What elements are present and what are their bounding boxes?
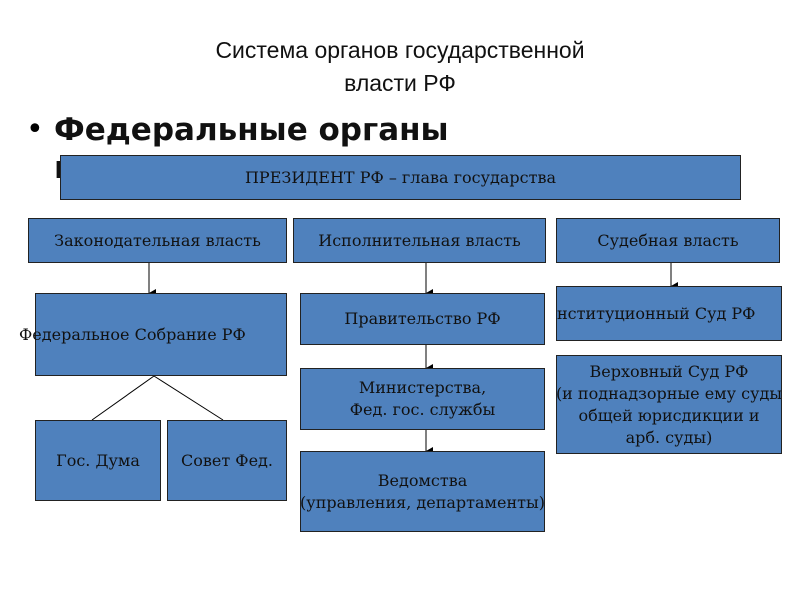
bullet-icon: • [26,112,44,147]
page-title-line-1: Система органов государственной [215,37,585,63]
federal-assembly-box: Федеральное Собрание РФ [19,293,287,376]
ministries-box: Министерства, Фед. гос. службы [300,368,545,430]
state-duma-box: Гос. Дума [35,420,161,501]
page-title: Система органов государственной власти Р… [100,34,700,100]
supreme-court-label-line-1: Верховный Суд РФ [589,361,749,381]
supreme-court-label-line-4: арб. суды) [625,427,713,447]
page-title-line-2: власти РФ [344,70,456,96]
agencies-box: Ведомства (управления, департаменты) [300,451,545,532]
executive-label: Исполнительная власть [318,230,521,250]
federation-council-label: Совет Фед. [181,450,273,470]
executive-box: Исполнительная власть [293,218,546,263]
ministries-label-line-2: Фед. гос. службы [349,400,496,419]
federation-council-box: Совет Фед. [167,420,287,501]
constitutional-court-label: Конституционный Суд РФ [556,303,756,323]
president-label: ПРЕЗИДЕНТ РФ – глава государства [244,167,557,187]
line-assembly-to-council [153,375,224,421]
federal-assembly-label: Федеральное Собрание РФ [19,324,246,344]
agencies-label-line-2: (управления, департаменты) [300,492,545,512]
government-box: Правительство РФ [300,293,545,345]
president-box: ПРЕЗИДЕНТ РФ – глава государства [60,155,741,200]
supreme-court-label-line-3: общей юрисдикции и [578,405,760,425]
bullet-text: Федеральные органы [54,112,449,148]
line-assembly-to-duma [91,375,155,421]
legislative-box: Законодательная власть [28,218,287,263]
judicial-label: Судебная власть [597,230,739,250]
supreme-court-box: Верховный Суд РФ (и поднадзорные ему суд… [556,355,782,454]
state-duma-label: Гос. Дума [56,450,140,470]
supreme-court-label-line-2: (и поднадзорные ему суды [556,383,782,403]
government-label: Правительство РФ [344,309,501,328]
constitutional-court-box: Конституционный Суд РФ [556,286,782,341]
ministries-label-line-1: Министерства, [358,378,487,397]
agencies-label-line-1: Ведомства [377,470,468,490]
legislative-label: Законодательная власть [54,230,261,250]
judicial-box: Судебная власть [556,218,780,263]
